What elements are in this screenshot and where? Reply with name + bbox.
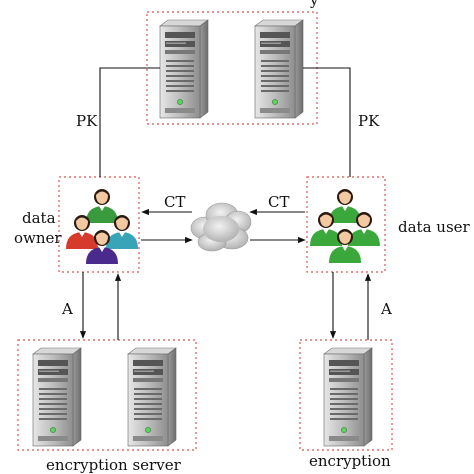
server-icon <box>254 19 304 119</box>
top-box-label: y <box>310 0 319 9</box>
encryption-box <box>299 339 393 451</box>
data-user-people-icon <box>310 189 380 263</box>
pk-line-right <box>303 67 351 177</box>
encryption-label: encryption <box>309 452 391 470</box>
server-icon <box>32 347 82 447</box>
user-label: data user <box>398 218 470 236</box>
server-icon <box>159 19 209 119</box>
data-user-box <box>306 176 386 273</box>
server-icon <box>127 347 177 447</box>
cloud-icon <box>190 202 252 252</box>
pk-line-left <box>99 67 160 177</box>
encryption-server-label: encryption server <box>46 456 181 474</box>
pk-label-right: PK <box>358 112 380 130</box>
data-owner-box <box>58 176 140 273</box>
owner-label-line1: data <box>22 209 56 227</box>
data-owner-people-icon <box>66 189 138 264</box>
encryption-server-box <box>17 339 197 451</box>
pk-label-left: PK <box>76 112 98 130</box>
ct-label-left: CT <box>164 193 186 211</box>
owner-label-line2: owner <box>14 229 62 247</box>
server-icon <box>323 347 373 447</box>
a-label-left: A <box>62 300 73 318</box>
ct-label-right: CT <box>268 193 290 211</box>
a-label-right: A <box>381 300 392 318</box>
